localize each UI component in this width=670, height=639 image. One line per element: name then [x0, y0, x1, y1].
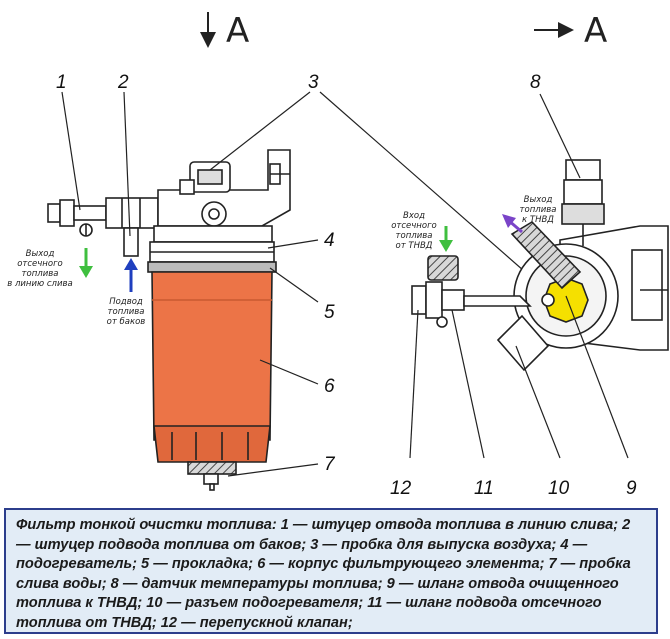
temp-sensor-top	[565, 159, 601, 181]
note-inlet-line: топлива	[108, 307, 145, 317]
fitting-body	[441, 289, 465, 311]
outlet-hose	[510, 220, 582, 290]
flow-arrows-left	[79, 248, 138, 292]
bypass-valve-plug	[543, 277, 589, 323]
drain-fitting-hex	[59, 199, 75, 227]
fitting-hex	[425, 281, 443, 319]
inlet-arrow-blue	[124, 258, 138, 270]
note-inlet-right-line: топлива	[396, 231, 433, 241]
outlet-arrow-purple	[502, 214, 516, 228]
outlet-arrow-green	[79, 266, 93, 278]
drain-fitting-nut	[47, 203, 61, 223]
callout-3: 3	[308, 72, 319, 93]
note-inlet-right-line: Вход	[403, 211, 425, 221]
view-marker-right: A	[534, 11, 607, 51]
view-label-left: A	[226, 11, 249, 51]
note-inlet: Подвод топлива от баков	[107, 297, 146, 327]
bypass-valve	[411, 285, 427, 315]
note-inlet-right-line: отсечного	[391, 221, 437, 231]
note-outlet-line: Выход	[26, 249, 55, 259]
callout-8: 8	[530, 72, 541, 93]
callout-1: 1	[56, 72, 67, 93]
note-outlet-right-line: топлива	[520, 205, 557, 215]
temp-sensor-nut	[561, 203, 605, 225]
flow-arrows-right	[439, 214, 523, 252]
note-outlet-line: отсечного	[17, 259, 63, 269]
note-outlet-right-line: к ТНВД	[522, 215, 554, 225]
note-inlet-line: Подвод	[109, 297, 143, 307]
note-inlet-right-line: от ТНВД	[396, 241, 433, 251]
view-marker-left: A	[200, 11, 249, 51]
filter-right-view	[411, 159, 669, 372]
callout-10: 10	[548, 478, 570, 499]
inlet-hose-fitting	[427, 255, 459, 281]
leader-lines-right	[409, 93, 629, 459]
callout-6: 6	[324, 376, 335, 397]
inlet-pipe	[463, 295, 532, 307]
callout-4: 4	[324, 230, 335, 251]
callout-12: 12	[390, 478, 412, 499]
callout-5: 5	[324, 302, 335, 323]
note-outlet-right: Выход топлива к ТНВД	[520, 195, 557, 225]
filter-left-view	[47, 149, 291, 491]
note-outlet-line: топлива	[22, 269, 59, 279]
callout-9: 9	[626, 478, 637, 499]
callout-7: 7	[324, 454, 336, 475]
leader-lines-left	[61, 91, 549, 477]
note-outlet-right-line: Выход	[524, 195, 553, 205]
filter-body-bottom	[153, 425, 271, 463]
view-label-right: A	[584, 11, 607, 51]
note-outlet-left: Выход отсечного топлива в линию слива	[7, 249, 72, 289]
heater-connector	[496, 314, 550, 372]
note-outlet-line: в линию слива	[7, 279, 72, 289]
callout-2: 2	[117, 72, 129, 93]
heater-upper-ring	[153, 225, 273, 243]
fuel-filter-diagram: A A	[7, 11, 669, 499]
head-left-arm	[105, 197, 159, 229]
inlet-fitting	[123, 227, 139, 257]
drain-fitting-tube	[73, 205, 107, 221]
return-arrow-green	[439, 240, 453, 252]
gasket	[147, 261, 277, 273]
callout-11: 11	[474, 478, 494, 499]
note-inlet-right: Вход отсечного топлива от ТНВД	[391, 211, 437, 251]
diagram-caption: Фильтр тонкой очистки топлива: 1 — штуце…	[4, 508, 658, 634]
temp-sensor-body	[563, 179, 603, 205]
filter-element-body	[151, 271, 273, 441]
water-drain-plug	[187, 461, 237, 475]
note-inlet-line: от баков	[107, 317, 146, 327]
